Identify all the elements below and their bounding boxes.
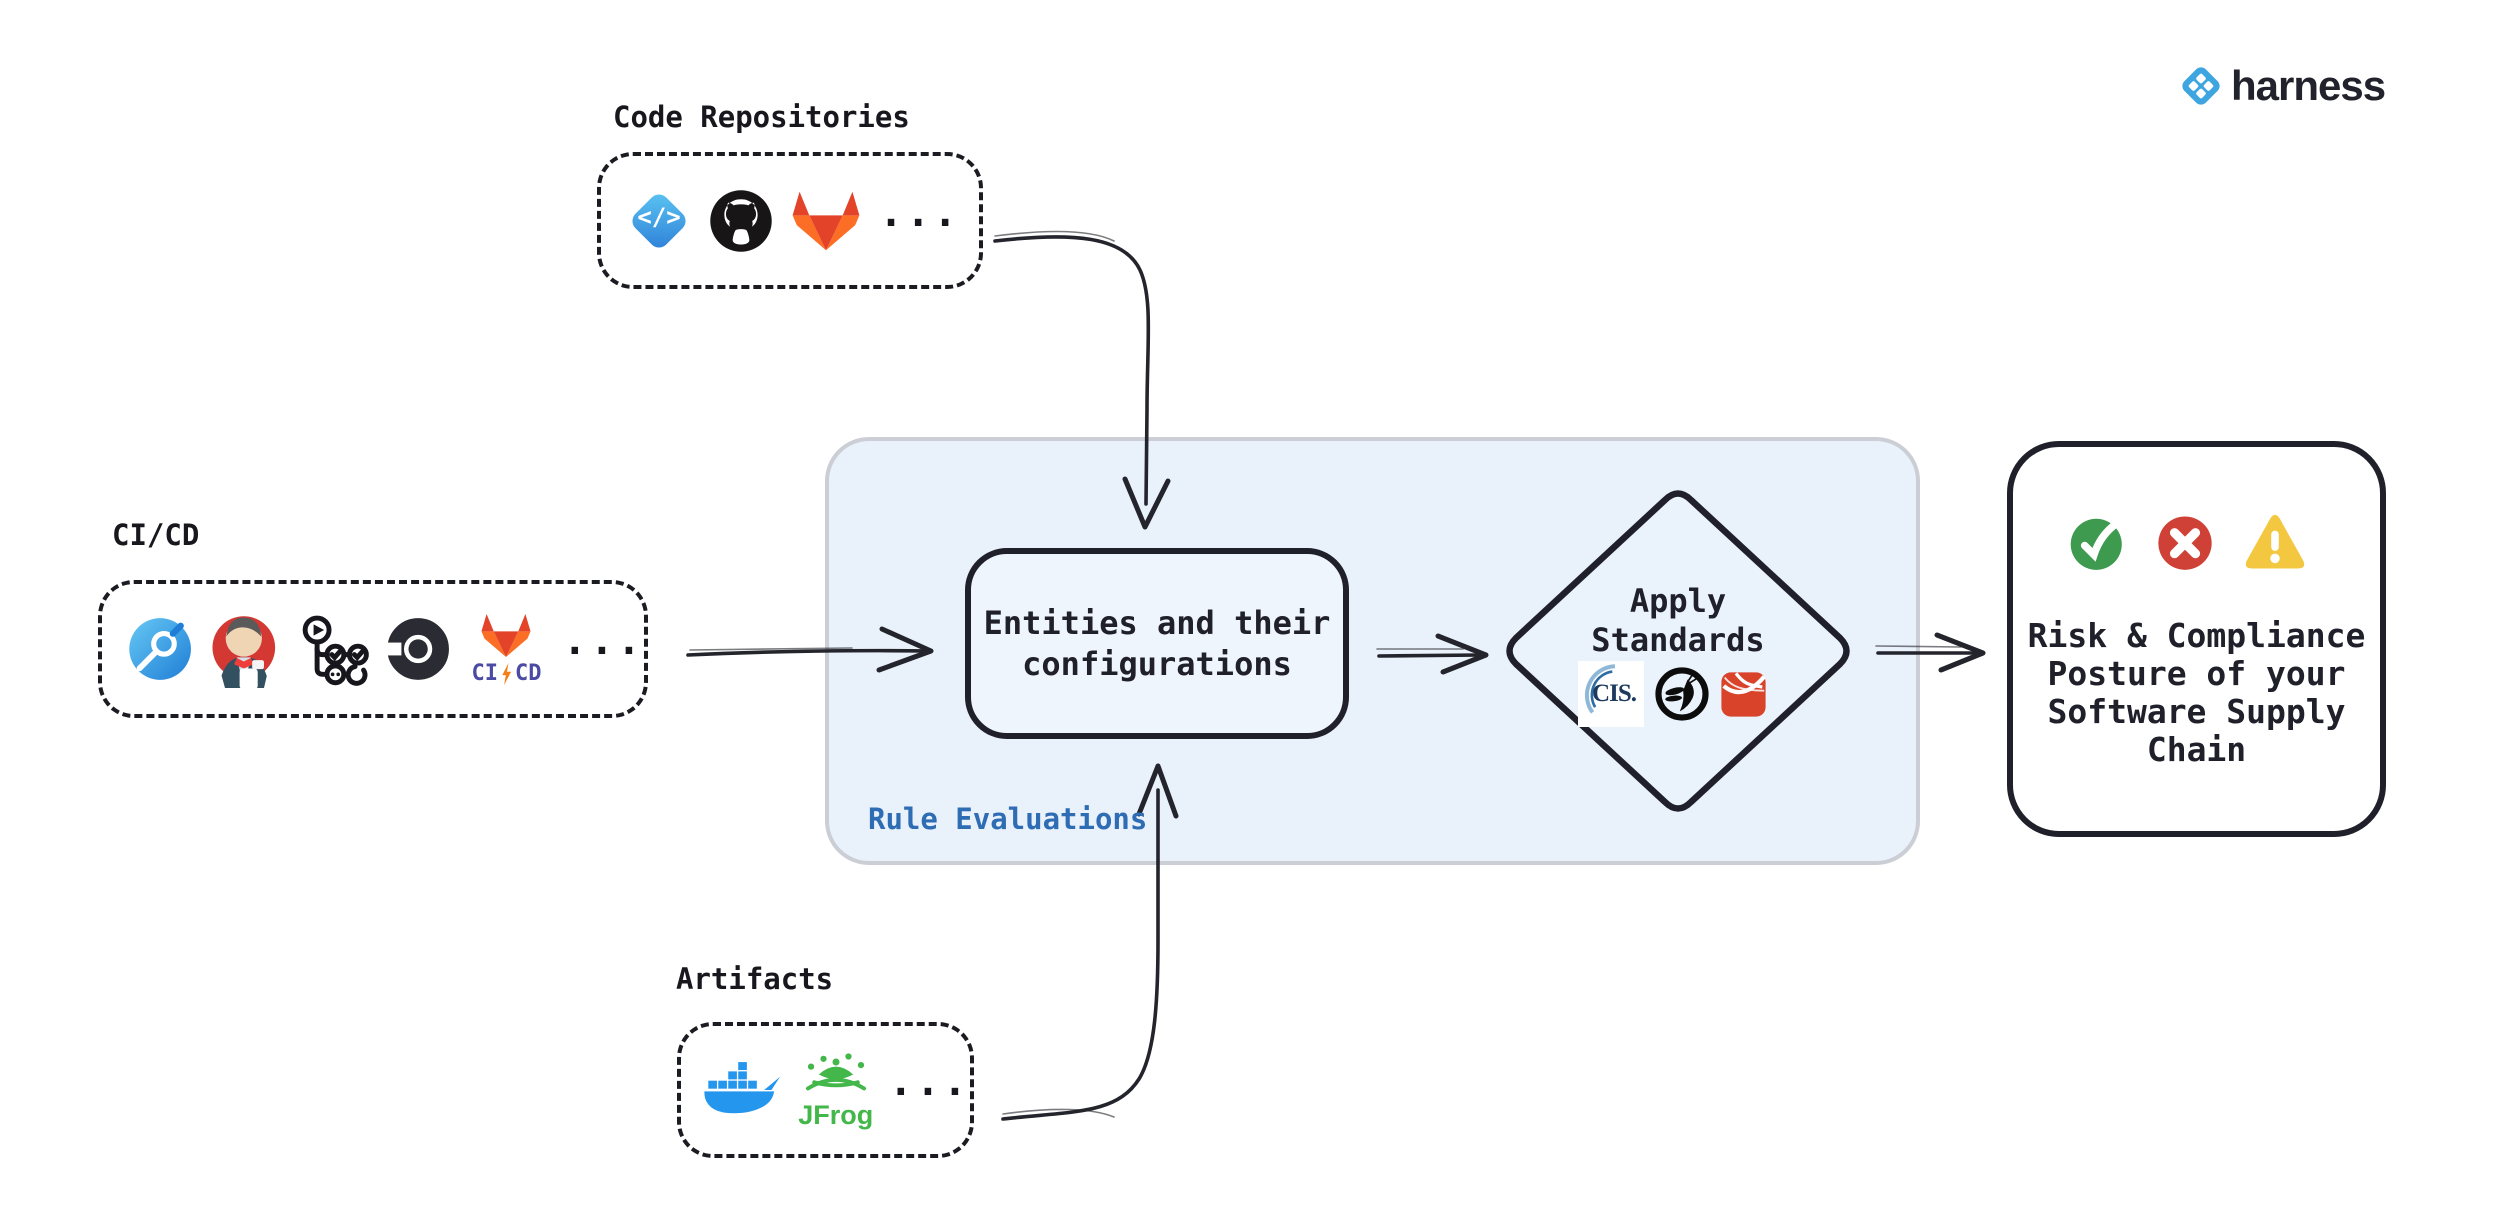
more-cicd-ellipsis: ... [562, 618, 644, 664]
harness-logo-icon [2182, 67, 2220, 105]
gitlab-ci-text: CI [471, 661, 498, 686]
harness-ci-icon [129, 618, 191, 680]
entities-box: Entities and their configurations [965, 548, 1349, 739]
status-icons-row [2069, 513, 2307, 571]
outcome-line: Posture of your [2047, 654, 2346, 693]
apply-standards-line2: Standards [1591, 621, 1765, 659]
circleci-icon [385, 618, 449, 680]
gitlab-cicd-icon: CI CD [467, 612, 546, 686]
gitlab-icon [792, 191, 860, 250]
rule-evaluations-label: Rule Evaluations [868, 802, 1148, 836]
code-glyph: </> [637, 202, 681, 231]
jfrog-label: JFrog [798, 1099, 874, 1130]
success-check-icon [2070, 518, 2122, 570]
artifacts-label: Artifacts [676, 962, 834, 996]
harness-logo: harness [2178, 62, 2386, 110]
code-repositories-label: Code Repositories [613, 100, 910, 134]
pipeline-icon [302, 615, 369, 686]
github-icon [710, 189, 772, 252]
gitlab-cd-text: CD [514, 661, 542, 686]
failure-x-icon [2158, 516, 2212, 570]
harness-wordmark: harness [2231, 62, 2386, 109]
artifacts-box: JFrog ... [677, 1022, 974, 1158]
lightning-bolt-icon [502, 662, 512, 685]
code-repositories-box: </> ... [597, 152, 983, 289]
more-artifacts-ellipsis: ... [888, 1059, 970, 1105]
apply-standards-diamond [1506, 490, 1850, 812]
standards-icons-row: CIS. [1578, 661, 1767, 727]
cis-label: CIS. [1592, 680, 1637, 707]
cicd-label: CI/CD [112, 518, 200, 552]
warning-icon [2245, 514, 2305, 569]
harness-code-icon: </> [627, 189, 691, 253]
red-standard-icon [1721, 671, 1766, 717]
more-repos-ellipsis: ... [879, 189, 961, 236]
entities-line1: Entities and their [983, 603, 1331, 642]
owasp-icon [1655, 667, 1709, 721]
cicd-box: CI CD ... [98, 580, 648, 718]
outcome-text: Risk & Compliance Posture of your Softwa… [2013, 617, 2380, 769]
outcome-line: Software Supply [2047, 692, 2346, 731]
cis-icon: CIS. [1578, 661, 1644, 727]
apply-standards-line1: Apply [1629, 582, 1727, 620]
docker-icon [704, 1062, 781, 1114]
outcome-line: Chain [2146, 730, 2247, 769]
outcome-line: Risk & Compliance [2027, 616, 2366, 655]
outcome-box: Risk & Compliance Posture of your Softwa… [2007, 441, 2386, 837]
jfrog-icon: JFrog [797, 1050, 875, 1131]
entities-line2: configurations [1022, 644, 1292, 683]
jenkins-icon [212, 616, 276, 690]
